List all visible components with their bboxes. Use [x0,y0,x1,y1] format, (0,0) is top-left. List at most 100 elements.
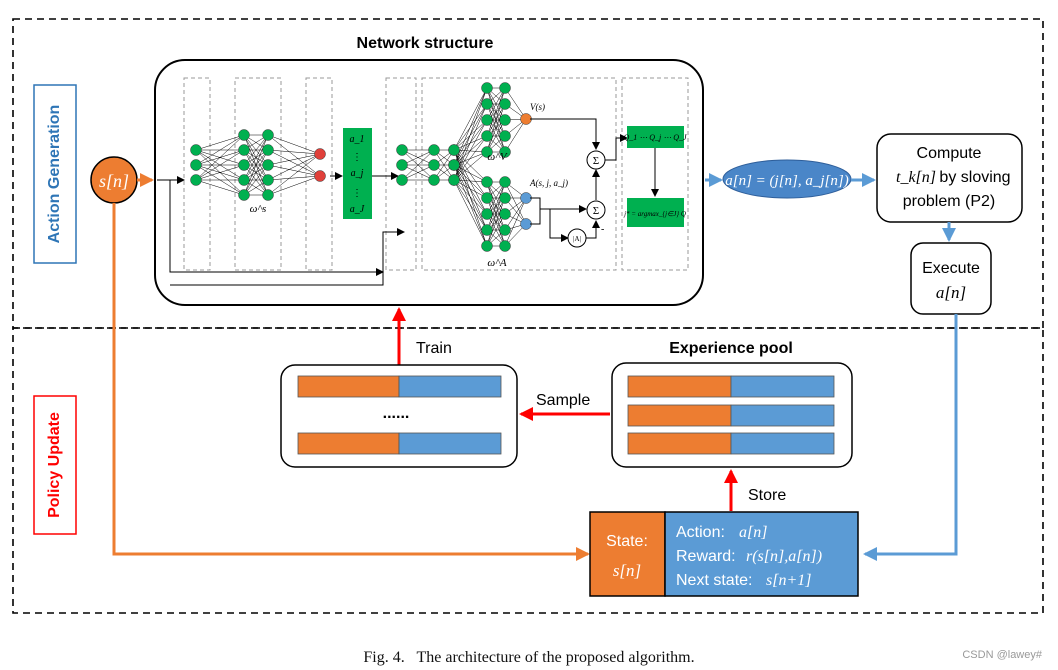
policy-update-label: Policy Update [46,412,63,518]
network-edge [486,103,506,153]
sampled-row-1-state [297,375,400,398]
neuron [481,208,493,220]
neuron [481,98,493,110]
sampled-ellipsis: ...... [383,405,410,422]
policy-update-frame [12,327,1044,614]
transition-state-cell [589,511,666,597]
network-edge [195,179,245,196]
network-edge [453,103,488,181]
network-edge [267,149,321,177]
transition-state-value: s[n] [613,561,641,580]
transition-action-label: Action: [676,524,725,541]
network-edge [453,164,488,231]
network-edge [486,87,506,121]
network-edge [267,153,321,181]
neuron [262,174,274,186]
action-generation-label-box [33,84,77,264]
neuron [499,98,511,110]
value-label: V(s) [530,102,545,112]
network-edge [267,153,321,166]
network-edge [195,134,245,166]
network-edge [401,149,435,166]
network-edge [453,179,488,199]
neuron [520,218,532,230]
neuron [238,189,250,201]
neuron [262,159,274,171]
omega-v-label: ω^V [487,151,507,163]
neuron [428,159,440,171]
advantage-label: A(s, j, a_j) [529,178,568,188]
network-edge [453,179,488,231]
action-output-label: a[n] = (j[n], a_j[n]) [725,173,848,189]
sampled-row-1-rest [398,375,502,398]
omega-a-label: ω^A [487,257,506,269]
network-edge [401,164,435,181]
neuron [396,174,408,186]
network-edge [453,164,488,199]
network-edge [453,179,488,247]
neuron [190,174,202,186]
argmax-box [627,198,684,227]
network-edge [243,164,269,196]
neuron [499,224,511,236]
network-edge [243,149,269,196]
neuron [190,159,202,171]
network-edge [504,181,527,225]
neuron [499,146,511,158]
neuron [499,114,511,126]
neuron [499,208,511,220]
pool-row-1-rest [730,375,835,398]
transition-rest-cell [664,511,859,597]
sum-symbol-q: Σ [593,155,599,167]
action-dots-1: ⋮ [352,152,362,163]
network-edge [453,179,488,215]
network-edge [453,135,488,181]
neuron [499,130,511,142]
neuron [481,240,493,252]
pool-row-3-rest [730,432,835,455]
action-generation-label: Action Generation [46,105,63,244]
transition-next-state-label: Next state: [676,572,752,589]
network-edge [401,149,435,181]
network-edge [267,134,321,155]
network-edge [486,213,506,247]
network-edge [486,197,506,247]
neuron [238,174,250,186]
pool-row-3-state [627,432,732,455]
network-edge [267,175,321,196]
transition-next-state-value: s[n+1] [766,572,811,589]
action-aJ: a_J [350,204,365,215]
sampled-row-2-state [297,432,400,455]
figure-caption: Fig. 4. The architecture of the proposed… [363,649,694,666]
neuron [520,192,532,204]
network-edge [267,164,321,177]
neuron [499,176,511,188]
network-edge [195,134,245,181]
network-edge [453,87,488,151]
network-edge [433,149,455,181]
execute-math: a[n] [936,283,966,302]
network-edge [195,134,245,151]
store-label: Store [748,487,786,504]
network-edge [453,149,488,183]
neuron [396,159,408,171]
neuron [481,82,493,94]
network-edge [453,119,488,181]
minus-sign: - [601,224,604,235]
neuron [520,113,532,125]
neuron [481,114,493,126]
network-edge [486,181,506,231]
neuron [428,174,440,186]
neuron [481,130,493,142]
compute-line3: problem (P2) [903,193,995,210]
neuron [238,159,250,171]
neuron [314,170,326,182]
policy-update-label-box [33,395,77,535]
pool-row-1-state [627,375,732,398]
network-edge [267,134,321,177]
neuron [481,224,493,236]
neuron [499,240,511,252]
neuron [499,192,511,204]
neuron [481,146,493,158]
network-edge [453,149,488,199]
